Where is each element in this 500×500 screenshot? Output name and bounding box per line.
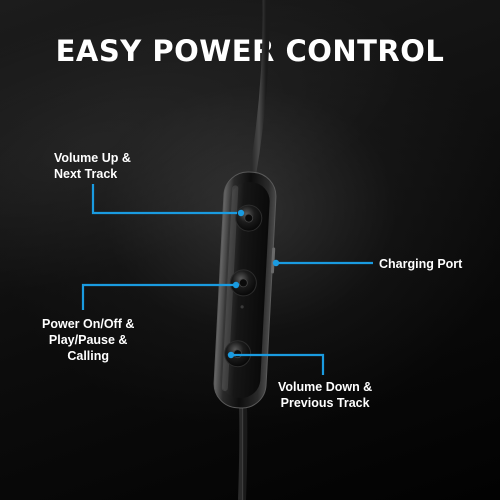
power-button	[229, 269, 257, 309]
label-charging-port: Charging Port	[379, 257, 463, 271]
label-volume-up: Volume Up & Next Track	[54, 151, 131, 181]
callout-dot-volume-up	[237, 209, 245, 217]
callout-dot-charging	[272, 259, 280, 267]
remote-body	[213, 171, 277, 409]
label-power: Power On/Off & Play/Pause & Calling	[42, 317, 135, 363]
cable-upper	[248, 0, 270, 179]
label-volume-down: Volume Down & Previous Track	[278, 380, 373, 410]
headline: EASY POWER CONTROL	[55, 34, 445, 68]
callout-line-volume-up	[91, 184, 237, 215]
callout-line-power	[81, 283, 233, 310]
cable-lower	[238, 407, 248, 500]
callout-dot-power	[232, 281, 240, 289]
charging-port	[270, 247, 276, 274]
callout-line-volume-down	[229, 353, 325, 375]
callout-dot-volume-down	[227, 351, 235, 359]
